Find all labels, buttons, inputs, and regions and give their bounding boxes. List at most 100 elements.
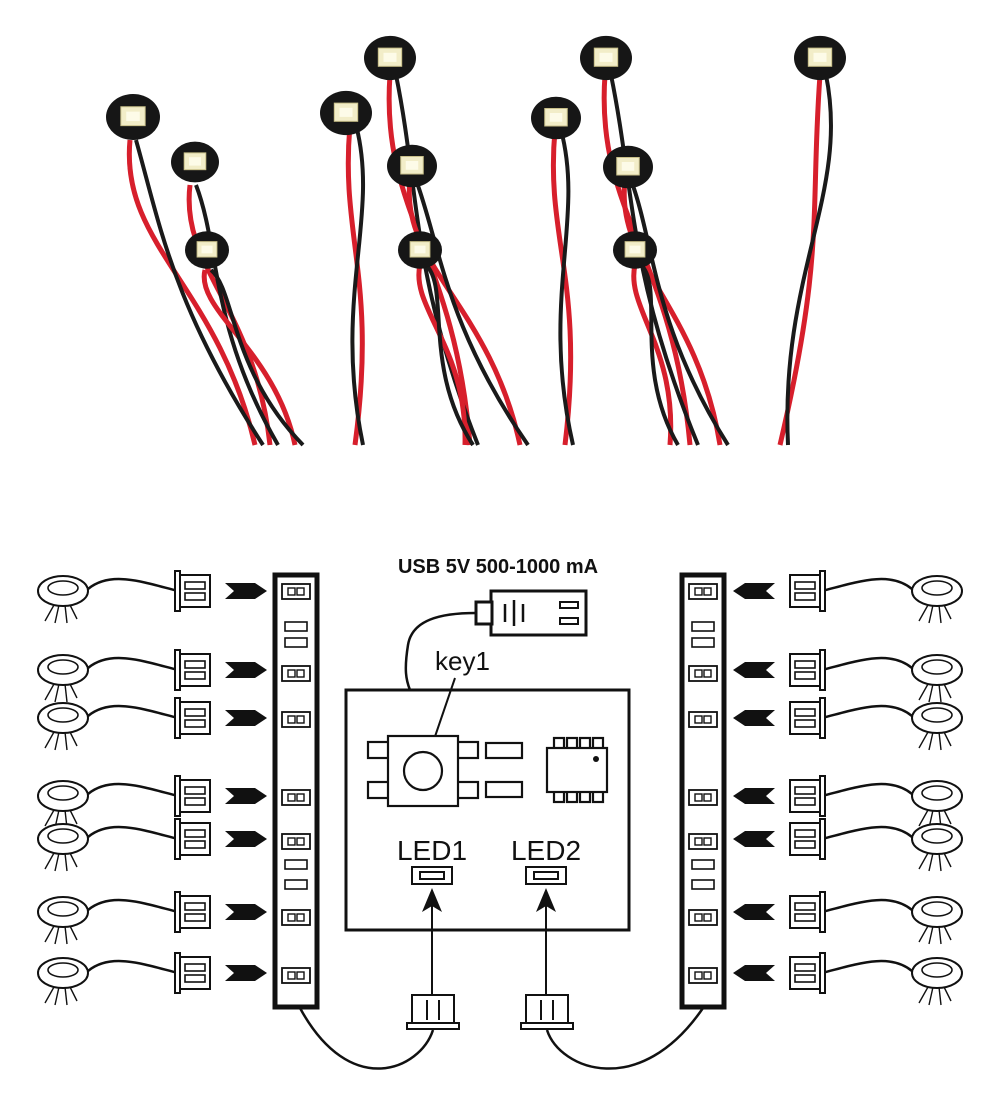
light-ray bbox=[918, 731, 929, 749]
strip-socket bbox=[688, 909, 718, 926]
led-lens bbox=[921, 785, 953, 801]
socket-pin bbox=[287, 715, 296, 724]
socket-pin bbox=[694, 587, 703, 596]
strip-resistor bbox=[284, 621, 308, 632]
plug-body bbox=[789, 653, 821, 687]
black-wire bbox=[639, 263, 680, 447]
connector-plug-icon bbox=[406, 994, 460, 1030]
arrow-icon bbox=[225, 904, 267, 920]
strip-socket bbox=[281, 711, 311, 728]
ic-chip-icon bbox=[545, 736, 609, 804]
plug-pin bbox=[184, 974, 206, 983]
strip-resistor bbox=[284, 859, 308, 870]
arrow-icon bbox=[225, 965, 267, 981]
plug-body bbox=[179, 574, 211, 608]
right-led-group bbox=[733, 570, 963, 1006]
light-ray bbox=[928, 852, 934, 872]
plug-body bbox=[789, 895, 821, 929]
plug-body bbox=[179, 653, 211, 687]
plug-body bbox=[789, 701, 821, 735]
led-lens bbox=[621, 162, 635, 171]
strip-socket bbox=[281, 833, 311, 850]
led-cable bbox=[821, 825, 913, 841]
strip-wire bbox=[545, 1007, 705, 1070]
power-label: USB 5V 500-1000 mA bbox=[398, 556, 598, 578]
light-ray bbox=[69, 683, 78, 699]
socket-pin bbox=[703, 715, 712, 724]
light-ray bbox=[938, 852, 942, 872]
plug-pin bbox=[184, 963, 206, 972]
led-cable bbox=[821, 959, 913, 975]
led-cable bbox=[87, 959, 179, 975]
socket-pin bbox=[296, 971, 305, 980]
arrow-icon bbox=[225, 831, 267, 847]
light-ray bbox=[918, 809, 929, 827]
led-lens bbox=[813, 52, 827, 62]
arrow-icon bbox=[733, 965, 775, 981]
light-ray bbox=[943, 852, 952, 868]
light-ray bbox=[69, 925, 78, 941]
arrow-icon bbox=[733, 904, 775, 920]
light-ray bbox=[44, 809, 55, 827]
black-wire bbox=[558, 129, 575, 446]
socket-pin bbox=[703, 669, 712, 678]
plug-body bbox=[179, 822, 211, 856]
light-ray bbox=[44, 925, 55, 943]
plug-body bbox=[179, 701, 211, 735]
plug-pin bbox=[794, 592, 816, 601]
plug-body bbox=[179, 779, 211, 813]
led-lens bbox=[599, 52, 613, 62]
plug-flange bbox=[174, 891, 181, 933]
plug-flange bbox=[819, 697, 826, 739]
strip-socket bbox=[281, 967, 311, 984]
light-ray bbox=[943, 986, 952, 1002]
plug-pin bbox=[794, 974, 816, 983]
expansion-strip-right bbox=[679, 572, 727, 1010]
led1-socket-icon bbox=[411, 866, 453, 885]
strip-socket bbox=[688, 665, 718, 682]
led-lens bbox=[47, 962, 79, 978]
plug-flange bbox=[819, 818, 826, 860]
led-lens bbox=[629, 245, 641, 254]
light-ray bbox=[54, 986, 60, 1006]
arrow-icon bbox=[733, 662, 775, 678]
strip-resistor bbox=[284, 637, 308, 648]
led2-socket-icon bbox=[525, 866, 567, 885]
led-cable bbox=[87, 577, 179, 593]
led-cable bbox=[821, 898, 913, 914]
plug-pin bbox=[184, 902, 206, 911]
led-lens bbox=[383, 52, 397, 62]
light-ray bbox=[64, 731, 68, 751]
plug-pin bbox=[794, 963, 816, 972]
light-ray bbox=[943, 731, 952, 747]
led-cable bbox=[821, 577, 913, 593]
light-ray bbox=[943, 809, 952, 825]
led-cable bbox=[87, 825, 179, 841]
wiring-diagram: USB 5V 500-1000 mA key1 bbox=[0, 460, 1000, 1110]
plug-pin bbox=[794, 902, 816, 911]
light-ray bbox=[54, 731, 60, 751]
black-wire bbox=[414, 179, 530, 447]
resistor-icon bbox=[484, 780, 524, 799]
arrow-icon bbox=[422, 888, 442, 912]
strip-socket bbox=[281, 583, 311, 600]
strip-socket bbox=[281, 665, 311, 682]
plug-pin bbox=[184, 708, 206, 717]
arrow-icon bbox=[733, 831, 775, 847]
plug-flange bbox=[819, 891, 826, 933]
light-ray bbox=[44, 604, 55, 622]
plug-pin bbox=[794, 660, 816, 669]
plug-flange bbox=[819, 649, 826, 691]
light-ray bbox=[54, 852, 60, 872]
plug-pin bbox=[184, 592, 206, 601]
socket-pin bbox=[694, 715, 703, 724]
light-ray bbox=[928, 986, 934, 1006]
connector-plug-icon bbox=[520, 994, 574, 1030]
socket-pin bbox=[703, 587, 712, 596]
black-wire bbox=[424, 263, 475, 447]
plug-pin bbox=[794, 829, 816, 838]
plug-pin bbox=[794, 797, 816, 806]
arrow-icon bbox=[733, 788, 775, 804]
led-lens bbox=[47, 785, 79, 801]
led-lens bbox=[47, 901, 79, 917]
